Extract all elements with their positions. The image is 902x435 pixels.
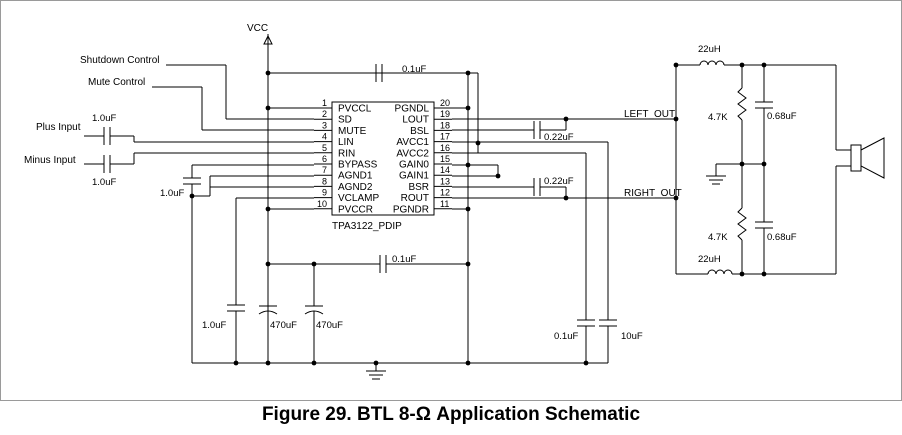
ic-pin-name: SD — [338, 115, 352, 126]
ic-pin-name: AGND2 — [338, 182, 373, 193]
ic-pin-name: AVCC1 — [396, 137, 429, 148]
left-out-label: LEFT_OUT — [624, 109, 675, 120]
ic-pin-name: AVCC2 — [396, 148, 429, 159]
ic-part-label: TPA3122_PDIP — [332, 221, 402, 232]
ic-pin-number: 19 — [440, 109, 450, 119]
r-bot-value: 4.7K — [708, 232, 728, 243]
ic-pin-name: BSR — [408, 182, 429, 193]
capacitor-dec-1 — [577, 319, 595, 363]
ic-pin-name: LOUT — [402, 115, 429, 126]
right-out-label: RIGHT_OUT — [624, 188, 682, 199]
ic-pin-name: BYPASS — [338, 160, 378, 171]
c-out-bot-value: 0.68uF — [767, 232, 797, 243]
ic-pin-number: 2 — [322, 109, 327, 119]
ic-pin-number: 11 — [440, 199, 449, 209]
capacitor-top — [268, 64, 468, 82]
capacitor-bulk-2 — [304, 264, 324, 363]
ic-pin-name: PGNDR — [393, 204, 429, 215]
c-bypass-value: 1.0uF — [160, 188, 184, 199]
ic-pin-name: LIN — [338, 137, 354, 148]
ic-pin-name: PGNDL — [395, 104, 430, 115]
vcc-symbol — [263, 34, 273, 45]
c-bsl-value: 0.22uF — [544, 132, 574, 143]
ic-pin-name: ROUT — [401, 193, 429, 204]
inductor-top — [676, 60, 836, 66]
c-vclamp-value: 1.0uF — [202, 320, 226, 331]
ic-pin-number: 1 — [322, 98, 327, 108]
ic-pin-number: 8 — [322, 176, 327, 186]
ic-pin-number: 14 — [440, 165, 450, 175]
ic-pin-number: 12 — [440, 188, 450, 198]
ic-body — [331, 101, 435, 216]
c-bulk2-value: 470uF — [316, 320, 343, 331]
ic-pin-name: PVCCR — [338, 204, 373, 215]
r-top-value: 4.7K — [708, 112, 728, 123]
plus-input-label: Plus Input — [36, 122, 81, 133]
ic-pin-number: 10 — [317, 199, 327, 209]
ic-pin-number: 16 — [440, 143, 450, 153]
vcc-label: VCC — [247, 23, 268, 34]
ic-pin-name: GAIN1 — [399, 171, 429, 182]
ic-pin-number: 6 — [322, 154, 327, 164]
figure-caption: Figure 29. BTL 8-Ω Application Schematic — [262, 404, 641, 425]
ic-pin-number: 7 — [322, 165, 327, 175]
capacitor-out-top — [755, 65, 773, 164]
inductor-bottom — [676, 269, 836, 275]
junction-dots — [189, 62, 767, 366]
ic-pin-name: PVCCL — [338, 104, 372, 115]
capacitor-bulk-1 — [258, 305, 278, 315]
c-bsr-value: 0.22uF — [544, 176, 574, 187]
ic-pin-name: RIN — [338, 148, 355, 159]
c-dec2-value: 10uF — [621, 331, 643, 342]
ic-pin-number: 5 — [322, 143, 327, 153]
capacitor-input-minus — [84, 152, 314, 173]
capacitor-bsl — [452, 119, 567, 139]
ic-pin-number: 20 — [440, 98, 450, 108]
ic-pin-number: 3 — [322, 120, 327, 130]
l-bot-value: 22uH — [698, 254, 721, 265]
ic-pin-name: MUTE — [338, 126, 367, 137]
ic-pin-name: VCLAMP — [338, 193, 379, 204]
c-top-value: 0.1uF — [402, 64, 426, 75]
capacitor-out-bottom — [755, 164, 773, 274]
capacitor-bypass — [183, 164, 314, 363]
resistor-top — [737, 65, 747, 164]
l-top-value: 22uH — [698, 44, 721, 55]
capacitor-mid — [314, 255, 468, 273]
resistor-bottom — [737, 164, 747, 274]
capacitor-dec-2 — [599, 319, 617, 363]
ic-pin-number: 13 — [440, 176, 450, 186]
ic-pin-name: GAIN0 — [399, 160, 429, 171]
c-out-top-value: 0.68uF — [767, 111, 797, 122]
c-in-plus-value: 1.0uF — [92, 113, 116, 124]
speaker-icon — [835, 65, 885, 274]
capacitor-vclamp — [227, 197, 314, 363]
ic-pin-number: 4 — [322, 132, 327, 142]
c-dec1-value: 0.1uF — [554, 331, 578, 342]
ic-pin-name: BSL — [410, 126, 429, 137]
c-mid-value: 0.1uF — [392, 254, 416, 265]
shutdown-control-label: Shutdown Control — [80, 55, 160, 66]
ic-pin-number: 18 — [440, 120, 450, 130]
ic-pin-name: AGND1 — [338, 171, 373, 182]
mute-control-label: Mute Control — [88, 77, 145, 88]
c-in-minus-value: 1.0uF — [92, 177, 116, 188]
ic-pin-number: 9 — [322, 188, 327, 198]
ic-pin-number: 17 — [440, 132, 450, 142]
ground-symbol-filter — [706, 164, 726, 185]
ic-pin-number: 15 — [440, 154, 450, 164]
capacitor-input-plus — [84, 127, 314, 145]
c-bulk1-value: 470uF — [270, 320, 297, 331]
minus-input-label: Minus Input — [24, 155, 76, 166]
